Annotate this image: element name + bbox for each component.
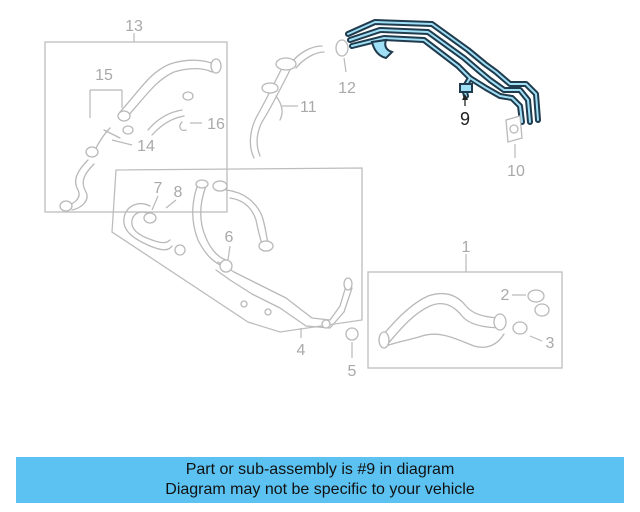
group-10: 10 — [505, 115, 525, 180]
leader-12 — [343, 57, 347, 73]
hose-1-lower — [385, 333, 505, 348]
hose-lower-end — [59, 200, 73, 212]
clamp-11-a — [275, 57, 297, 71]
parts-diagram: 13 15 14 16 11 12 — [44, 18, 563, 380]
group-box-13 — [44, 41, 228, 213]
clamp-8 — [143, 212, 157, 224]
group-1: 1 2 3 — [367, 239, 563, 369]
hose-6-long — [192, 183, 223, 267]
callout-4: 4 — [297, 342, 306, 359]
clamp-5 — [345, 327, 359, 341]
hose-11-top-inner — [295, 51, 325, 69]
callout-15: 15 — [95, 67, 113, 84]
hose-11-top — [291, 45, 323, 63]
leader-14 — [111, 139, 133, 146]
leader-3 — [529, 335, 543, 342]
callout-8: 8 — [174, 184, 183, 201]
notice-line-2: Diagram may not be specific to your vehi… — [165, 481, 475, 498]
clamp-1 — [493, 313, 507, 331]
pipe-9-elbow — [370, 38, 394, 60]
hose-1-upper-inner — [385, 302, 505, 347]
group-box-1 — [367, 271, 563, 369]
hose-lower-13 — [65, 159, 89, 207]
hose-11-branch — [275, 95, 283, 121]
group-11-12: 11 12 — [249, 39, 356, 159]
leader-9-arrow — [462, 94, 468, 100]
hose-7-inner — [131, 211, 171, 244]
clamp-7 — [174, 244, 186, 256]
pipe-9-bracket — [459, 83, 473, 93]
fitting-6 — [219, 259, 233, 273]
hose-end-13 — [210, 58, 222, 74]
hose-7 — [123, 203, 173, 251]
pipe-9-fill — [347, 21, 539, 123]
hose-1-end — [378, 331, 390, 349]
clamp-2-a — [527, 289, 545, 303]
leader-7 — [151, 195, 159, 211]
group-box-4 — [111, 167, 363, 333]
clamp-15-c — [85, 146, 99, 158]
callout-13: 13 — [125, 18, 143, 35]
clamp-6-a — [195, 179, 209, 189]
callout-5: 5 — [348, 363, 357, 380]
callout-16: 16 — [207, 116, 225, 133]
callout-6: 6 — [225, 229, 234, 246]
callout-11: 11 — [300, 99, 317, 116]
bolt-4-a — [240, 300, 248, 308]
clamp-11-b — [261, 82, 279, 94]
tee-14-branch — [103, 129, 121, 139]
pipe-4-inner — [215, 269, 353, 329]
pipe-9-outline — [345, 19, 541, 125]
clamp-4 — [258, 240, 274, 252]
group-13: 13 15 14 16 — [44, 18, 228, 213]
clamp-6-b — [212, 180, 228, 192]
hose-6-long-inner — [200, 185, 227, 261]
clamp-3 — [512, 321, 528, 335]
clamp-15-b — [122, 125, 134, 135]
callout-1: 1 — [462, 239, 471, 256]
pipe-4 — [217, 261, 347, 321]
hose-lower-13-inner — [71, 163, 95, 211]
callout-14: 14 — [137, 138, 155, 155]
hose-right-4 — [225, 189, 269, 243]
bolt-4-b — [264, 308, 272, 316]
cap-12 — [335, 39, 349, 57]
notice-banner: Part or sub-assembly is #9 in diagram Di… — [16, 457, 624, 503]
clamp-2-b — [534, 303, 550, 317]
clamp-13 — [182, 91, 194, 101]
callout-7: 7 — [154, 180, 163, 197]
group-5: 5 — [345, 327, 359, 380]
leader-6 — [227, 245, 231, 261]
callout-2: 2 — [501, 287, 510, 304]
clamp-15-a — [117, 110, 131, 122]
bracket-10-hole — [509, 124, 519, 134]
hose-upper-13 — [119, 59, 215, 113]
hose-11-long-inner — [256, 65, 293, 157]
callout-3: 3 — [546, 335, 555, 352]
fitting-4 — [321, 319, 331, 329]
bracket-15 — [89, 89, 123, 118]
hose-short-13 — [147, 109, 183, 131]
callout-12: 12 — [338, 80, 356, 97]
group-4: 7 8 6 4 — [111, 167, 363, 359]
tee-14 — [94, 127, 111, 151]
part-9-pipe-assembly: 9 — [345, 19, 541, 129]
hose-upper-13-inner — [125, 67, 213, 119]
leader-8 — [165, 199, 177, 209]
notice-line-1: Part or sub-assembly is #9 in diagram — [185, 461, 455, 478]
callout-9: 9 — [460, 109, 470, 129]
clip-16 — [179, 121, 187, 132]
hose-1-upper — [381, 292, 505, 337]
hose-right-4-inner — [229, 197, 263, 245]
hose-11-long — [249, 59, 287, 159]
pipe-4-end — [343, 277, 353, 291]
hose-short-13-inner — [151, 115, 185, 136]
callout-10: 10 — [507, 163, 525, 180]
